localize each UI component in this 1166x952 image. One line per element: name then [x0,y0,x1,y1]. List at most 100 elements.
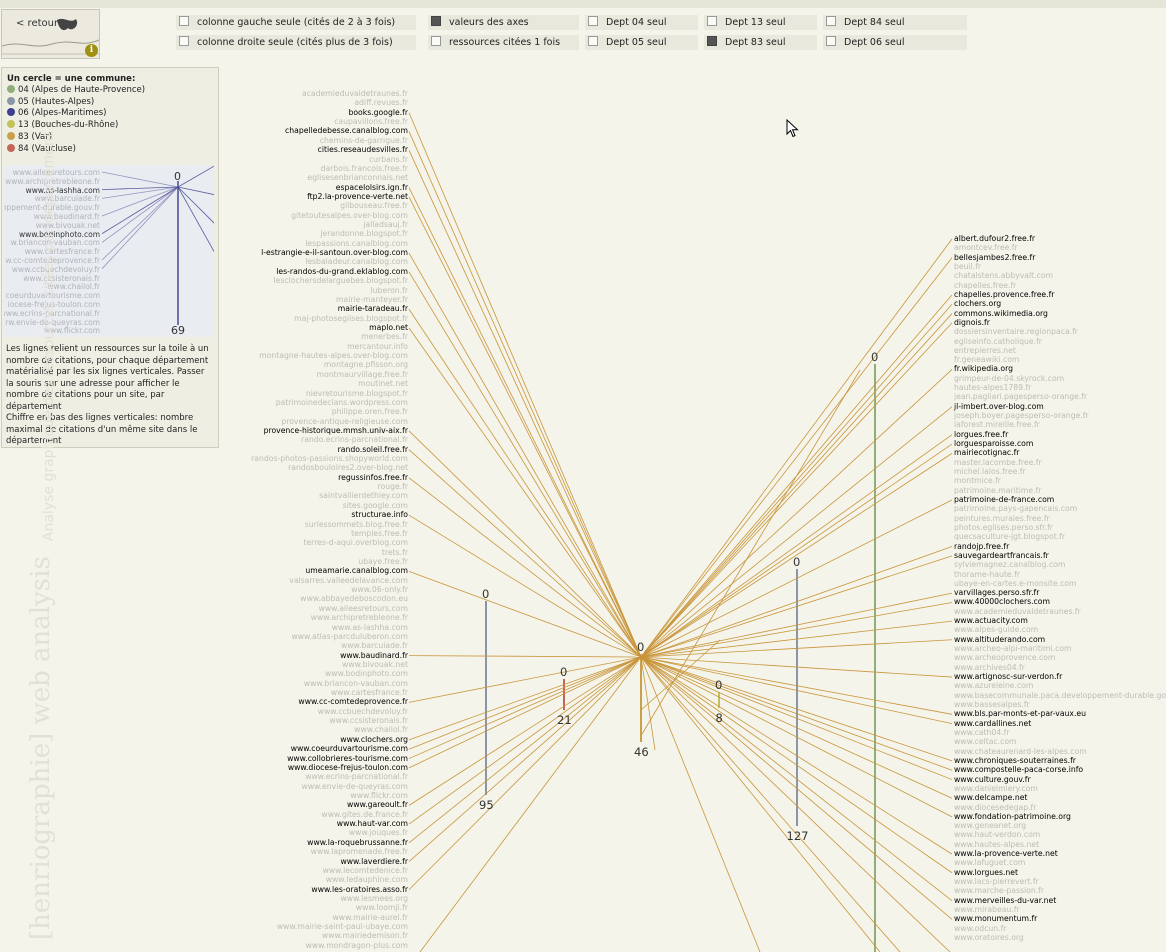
filter-checkbox[interactable]: Dept 05 seul [585,35,698,50]
right-site-label[interactable]: www.chroniques-souterraines.fr [954,755,1076,765]
right-site-label[interactable]: chapelles.provence.free.fr [954,289,1055,299]
right-site-label[interactable]: fr.wikipedia.org [954,364,1014,374]
right-site-label[interactable]: patrimoine.maritime.fr [954,485,1042,495]
filter-checkbox[interactable]: Dept 84 seul [823,15,967,30]
right-site-label[interactable]: www.azureleine.com [954,681,1034,691]
left-site-label[interactable]: books.google.fr [348,107,408,117]
left-site-label[interactable]: montmaurvillage.free.fr [316,369,409,379]
left-site-label[interactable]: regussinfos.free.fr [338,472,408,482]
right-site-label[interactable]: www.odcun.fr [954,923,1007,933]
left-site-label[interactable]: www.mairie-saint-paul-ubaye.com [276,922,408,932]
checkbox-icon[interactable] [826,16,836,26]
right-site-label[interactable]: www.actuacity.com [954,616,1028,626]
right-site-label[interactable]: www.artignosc-sur-verdon.fr [954,672,1063,682]
right-site-label[interactable]: www.archeo-alpi-maritimi.com [954,644,1072,654]
right-site-label[interactable]: bellesjambes2.free.fr [954,252,1036,262]
right-site-label[interactable]: laforest.mireille.free.fr [954,420,1040,430]
left-site-label[interactable]: caupavillons.free.fr [334,117,408,127]
checkbox-icon[interactable] [588,16,598,26]
right-site-label[interactable]: varvillages.perso.sfr.fr [954,588,1040,598]
left-site-label[interactable]: www.la-roquebrussanne.fr [307,837,408,847]
left-site-label[interactable]: rouge.fr [377,482,409,492]
right-site-label[interactable]: sylviemagnez.canalblog.com [954,560,1066,570]
left-site-label[interactable]: mercantour.info [347,341,408,351]
right-site-label[interactable]: www.archeoprovence.com [954,653,1056,663]
right-site-label[interactable]: www.archives04.fr [954,662,1025,672]
left-site-label[interactable]: www.cc-comtedeprovence.fr [298,697,408,707]
left-site-label[interactable]: www.barcuiade.fr [340,641,408,651]
left-site-label[interactable]: chemins-de-garrigue.fr [319,135,408,145]
right-site-label[interactable]: www.bls.par-monts-et-par-vaux.eu [954,709,1087,719]
filter-checkbox[interactable]: colonne gauche seule (cités de 2 à 3 foi… [176,15,416,30]
left-site-label[interactable]: l-estrangie-e-il-santoun.over-blog.com [261,248,408,258]
right-site-label[interactable]: www.lacs-pierrevert.fr [954,877,1039,887]
filter-checkbox[interactable]: Dept 13 seul [704,15,817,30]
left-site-label[interactable]: gitetoutesalpes.over-blog.com [291,210,408,220]
left-site-label[interactable]: adiff.revues.fr [354,98,408,108]
right-site-label[interactable]: michel.lalos.free.fr [954,467,1026,476]
left-site-label[interactable]: www.bodinphoto.com [325,669,408,679]
checkbox-icon[interactable] [707,16,717,26]
filter-checkbox[interactable]: ressources citées 1 fois [428,35,579,50]
filter-checkbox[interactable]: colonne droite seule (cités plus de 3 fo… [176,35,416,50]
left-site-label[interactable]: espacelolsirs.ign.fr [335,182,408,192]
right-site-label[interactable]: www.danielmiery.com [954,783,1038,793]
left-site-label[interactable]: www.ledauphine.com [325,875,408,885]
right-site-label[interactable]: www.fondation-patrimoine.org [954,811,1071,821]
left-site-label[interactable]: umeamarie.canalblog.com [305,566,408,576]
left-site-label[interactable]: www.chailol.fr [354,725,408,735]
right-site-label[interactable]: www.mirabeau.fr [954,905,1020,915]
filter-checkbox[interactable]: valeurs des axes [428,15,579,30]
left-site-label[interactable]: www.alleesretours.com [318,603,408,613]
left-site-label[interactable]: www.06-only.fr [351,585,408,595]
left-site-label[interactable]: randosbouloires2.over-blog.net [288,463,408,473]
right-site-label[interactable]: www.haut-verdon.com [954,830,1041,840]
right-site-label[interactable]: grimpeur-de-04.skyrock.com [954,373,1065,383]
right-site-label[interactable]: www.oratoires.org [954,933,1024,942]
left-site-label[interactable]: maj-photosegilses.blogspot.fr [294,313,408,323]
left-site-label[interactable]: surlessommets.blog.free.fr [304,519,408,529]
left-site-label[interactable]: sites.google.com [342,500,408,510]
left-site-label[interactable]: provence-antique-religieuse.com [281,416,408,426]
right-site-label[interactable]: www.diocesedegap.fr [954,802,1037,812]
left-site-label[interactable]: montagne-hautes-alpes.over-blog.com [259,351,408,361]
left-site-label[interactable]: rando.soleil.free.fr [337,444,408,454]
left-site-label[interactable]: nievretourisme.blogspot.fr [305,388,408,398]
right-site-label[interactable]: lorguesparoisse.com [954,439,1034,449]
right-site-label[interactable]: www.delcampe.net [954,793,1028,803]
right-site-label[interactable]: www.lorgues.net [954,867,1019,877]
left-site-label[interactable]: gilbouseau.free.fr [340,201,408,211]
checkbox-icon[interactable] [707,36,717,46]
checkbox-icon[interactable] [431,36,441,46]
right-site-label[interactable]: egliseinfo.catholique.fr [954,336,1042,346]
right-site-label[interactable]: entrepierres.net [954,345,1016,355]
left-site-label[interactable]: www.lecomtedenice.fr [322,865,408,875]
left-site-label[interactable]: ubaye.free.fr [358,557,408,566]
left-site-label[interactable]: ftp2.la-provence-verte.net [307,191,408,201]
left-site-label[interactable]: www.briancon-vauban.com [303,678,408,688]
filter-checkbox[interactable]: Dept 04 seul [585,15,698,30]
left-site-label[interactable]: www.gareoult.fr [347,800,408,810]
left-site-label[interactable]: jerandonne.blogspot.fr [320,229,408,239]
checkbox-icon[interactable] [179,16,189,26]
right-site-label[interactable]: www.marche-passion.fr [954,886,1045,896]
left-site-label[interactable]: jalladsauj.fr [363,220,408,230]
left-site-label[interactable]: patrimoinedeclans.wordpress.com [275,397,408,407]
right-site-label[interactable]: fr.geneawiki.com [954,355,1020,365]
right-site-label[interactable]: mairiecotignac.fr [954,448,1020,458]
right-site-label[interactable]: www.academieduvaldetraunes.fr [954,606,1081,616]
filter-checkbox[interactable]: Dept 06 seul [823,35,967,50]
checkbox-icon[interactable] [588,36,598,46]
right-site-label[interactable]: hautes-alpes1789.fr [954,383,1032,393]
left-site-label[interactable]: lespassions.canalblog.com [305,238,408,248]
right-site-label[interactable]: dossiersinventaire.regionpaca.fr [954,327,1078,337]
right-site-label[interactable]: beuil.fr [954,261,982,271]
right-site-label[interactable]: photos.eglises.perso.sfr.fr [954,522,1053,532]
left-site-label[interactable]: www.cartesfrance.fr [330,688,408,698]
right-site-label[interactable]: www.alpes-guide.com [954,625,1039,635]
left-site-label[interactable]: www.collobrieres-tourisme.com [287,753,408,763]
left-site-label[interactable]: lesclochersdelarguebes.blogspot.fr [273,276,408,286]
left-site-label[interactable]: saintvallierdethiey.com [319,491,408,501]
right-site-label[interactable]: montmice.fr [954,476,1001,486]
checkbox-icon[interactable] [179,36,189,46]
